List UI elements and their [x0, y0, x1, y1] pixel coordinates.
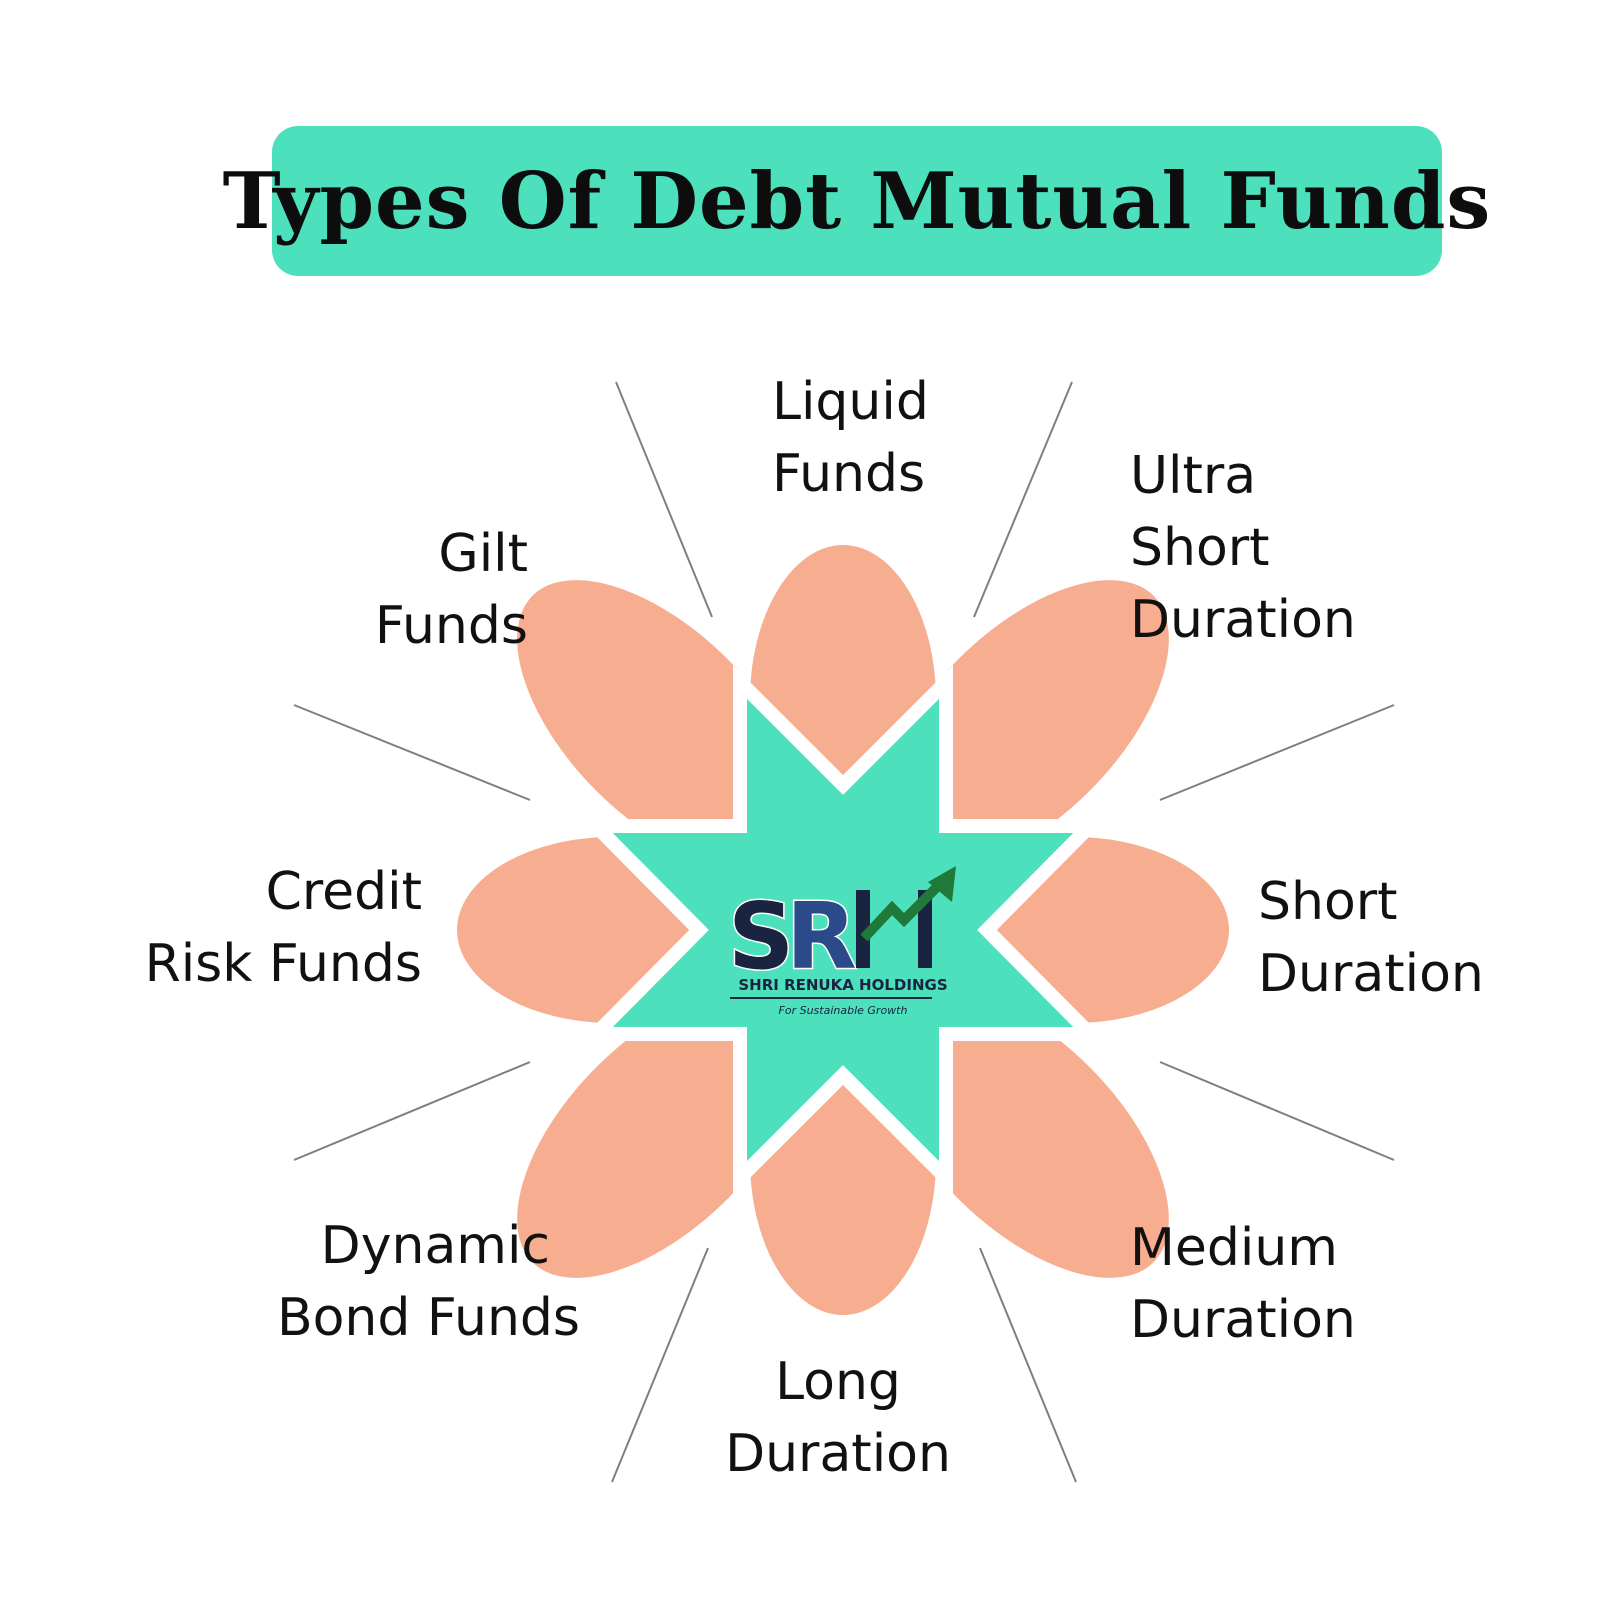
label-dynamic-bond-funds: Dynamic Bond Funds: [276, 1216, 580, 1348]
connector-line: [293, 1061, 531, 1161]
label-medium-duration: Medium Duration: [1130, 1218, 1356, 1350]
page-title: Types Of Debt Mutual Funds: [222, 155, 1492, 247]
logo-mark-h-left: [856, 890, 870, 968]
label-liquid-funds: Liquid Funds: [772, 372, 929, 504]
company-logo: S R SHRI RENUKA HOLDINGS For Sustainable…: [727, 866, 956, 1017]
logo-mark-r: R: [786, 883, 857, 990]
logo-company-name: SHRI RENUKA HOLDINGS: [738, 976, 947, 994]
connector-line: [611, 1247, 709, 1483]
label-short-duration: Short Duration: [1258, 872, 1484, 1004]
connector-line: [293, 704, 531, 801]
label-long-duration: Long Duration: [725, 1352, 951, 1484]
connector-line: [1159, 1061, 1395, 1161]
connector-line: [615, 381, 713, 618]
growth-arrow-icon: [860, 866, 956, 942]
logo-mark-s: S: [728, 883, 794, 990]
label-gilt-funds: Gilt Funds: [374, 524, 528, 656]
title-banner: Types Of Debt Mutual Funds: [223, 126, 1490, 276]
label-credit-risk-funds: Credit Risk Funds: [144, 862, 422, 994]
label-ultra-short-duration: Ultra Short Duration: [1130, 446, 1356, 650]
connector-lines: [293, 381, 1395, 1483]
logo-tagline: For Sustainable Growth: [779, 1004, 908, 1017]
connector-line: [973, 381, 1073, 618]
center-star: [579, 665, 1107, 1195]
connector-line: [1159, 704, 1395, 801]
connector-line: [979, 1247, 1077, 1483]
